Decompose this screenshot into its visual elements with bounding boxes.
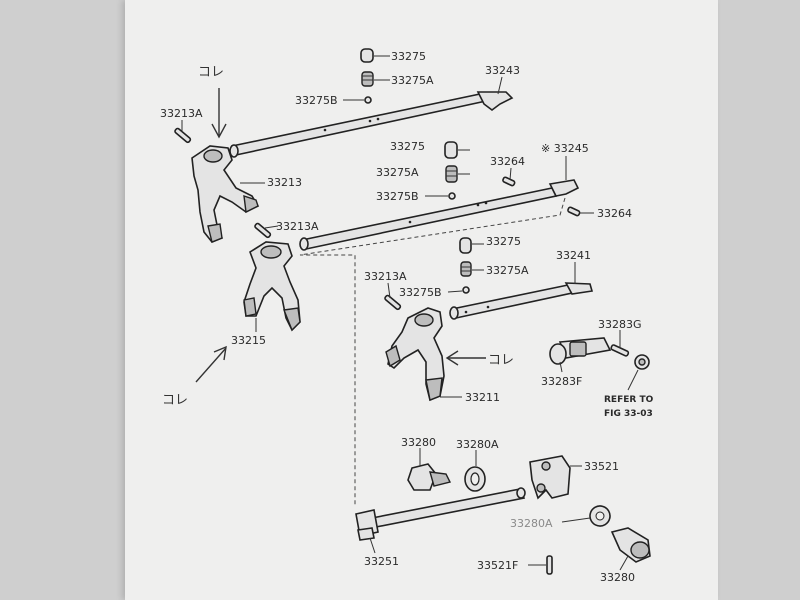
plug-33280-left bbox=[407, 463, 452, 491]
handwritten-arrow-3 bbox=[445, 350, 486, 366]
shift-head-33521 bbox=[529, 455, 571, 500]
label-33213: 33213 bbox=[267, 176, 302, 189]
washer-33280A-left bbox=[464, 466, 486, 492]
plug-33280-right bbox=[610, 527, 651, 563]
plug-33283F bbox=[549, 337, 612, 365]
label-33275A-mid: 33275A bbox=[376, 166, 419, 179]
label-33280A-left: 33280A bbox=[456, 438, 499, 451]
label-33243: 33243 bbox=[485, 64, 520, 77]
handwritten-arrow-1 bbox=[211, 88, 227, 139]
handwritten-arrow-2 bbox=[195, 345, 227, 383]
label-33275B-top: 33275B bbox=[295, 94, 338, 107]
label-33521F: 33521F bbox=[477, 559, 518, 572]
shift-fork-33211 bbox=[385, 307, 445, 402]
label-33275B-mid: 33275B bbox=[376, 190, 419, 203]
detent-parts-set-c bbox=[384, 237, 472, 311]
detent-parts-set-b bbox=[254, 141, 581, 239]
handwritten-note-kore-top: コレ bbox=[198, 65, 224, 80]
label-33241: 33241 bbox=[556, 249, 591, 262]
label-33275-low: 33275 bbox=[486, 235, 521, 248]
label-33213A-top: 33213A bbox=[160, 107, 203, 120]
label-33275A-low: 33275A bbox=[486, 264, 529, 277]
leader-lines bbox=[181, 55, 639, 571]
dashed-guide-line bbox=[299, 197, 566, 505]
washer-33280A-right bbox=[589, 505, 611, 527]
label-33264-top: 33264 bbox=[490, 155, 525, 168]
label-33283F: 33283F bbox=[541, 375, 582, 388]
label-refer-fig: FIG 33-03 bbox=[604, 409, 653, 419]
shift-fork-33213 bbox=[191, 145, 260, 243]
shift-rod-33243 bbox=[229, 91, 514, 158]
label-33275-mid: 33275 bbox=[390, 140, 425, 153]
detent-parts-set-a bbox=[174, 48, 374, 144]
label-33251: 33251 bbox=[364, 555, 399, 568]
label-33275B-low: 33275B bbox=[399, 286, 442, 299]
label-33280-left: 33280 bbox=[401, 436, 436, 449]
label-refer-to: REFER TO bbox=[604, 395, 654, 405]
label-33211: 33211 bbox=[465, 391, 500, 404]
pin-33521F bbox=[546, 555, 553, 575]
label-33275A-top: 33275A bbox=[391, 74, 434, 87]
label-33215: 33215 bbox=[231, 334, 266, 347]
label-33213A-low: 33213A bbox=[364, 270, 407, 283]
shift-rod-33245 bbox=[299, 179, 580, 251]
handwritten-note-kore-left: コレ bbox=[162, 393, 188, 408]
label-33283G: 33283G bbox=[598, 318, 642, 331]
label-33264-right: 33264 bbox=[597, 207, 632, 220]
label-33275-top: 33275 bbox=[391, 50, 426, 63]
label-33245: ※ 33245 bbox=[541, 142, 589, 155]
label-33280-right: 33280 bbox=[600, 571, 635, 584]
label-33213A-mid: 33213A bbox=[276, 220, 319, 233]
shift-fork-33215 bbox=[243, 241, 301, 332]
parts-catalog-page bbox=[125, 0, 718, 600]
pin-33283G bbox=[610, 344, 650, 370]
handwritten-note-kore-right: コレ bbox=[488, 353, 514, 368]
label-33521: 33521 bbox=[584, 460, 619, 473]
shift-rod-33251 bbox=[355, 487, 526, 541]
label-33280A-right: 33280A bbox=[510, 517, 553, 530]
shift-rod-33241 bbox=[449, 282, 594, 320]
